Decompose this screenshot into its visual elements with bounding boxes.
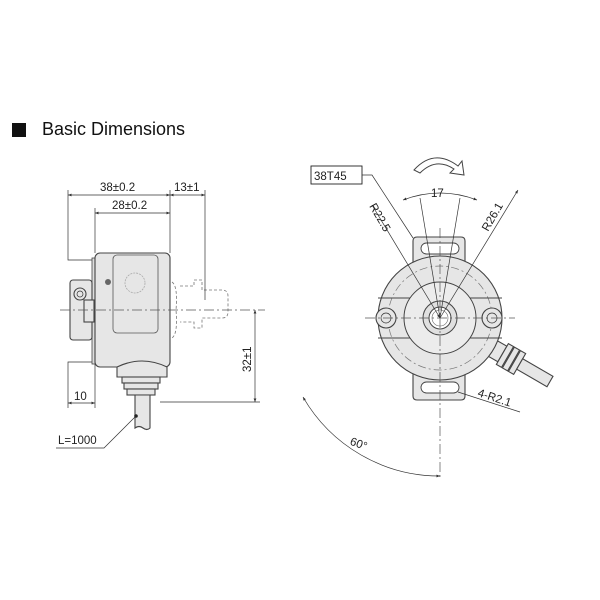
dim-r-inner: R22.5 (366, 202, 392, 235)
front-view: 17 R22.5 R26.1 38T45 4-R2.1 60° (302, 157, 554, 478)
dim-body-length: 28±0.2 (112, 200, 147, 212)
dim-flange: 10 (74, 391, 87, 403)
dim-r-outer: R26.1 (480, 201, 506, 234)
dim-shaft: 13±1 (174, 182, 200, 194)
cable-length: L=1000 (58, 435, 97, 447)
side-view: 38±0.2 13±1 28±0.2 32±1 10 L=1000 (56, 182, 265, 449)
dim-cable-angle: 60° (348, 436, 368, 453)
dim-slot-angle: 17 (431, 188, 444, 200)
dim-slots: 4-R2.1 (476, 387, 513, 409)
section-heading: Basic Dimensions (12, 119, 185, 140)
dim-overall-length: 38±0.2 (100, 182, 135, 194)
page-title: Basic Dimensions (42, 119, 186, 139)
rotation-arrow-icon (413, 157, 465, 176)
label-box: 38T45 (314, 171, 347, 183)
bullet-square-icon (12, 122, 26, 137)
dim-center-height: 32±1 (242, 347, 254, 373)
